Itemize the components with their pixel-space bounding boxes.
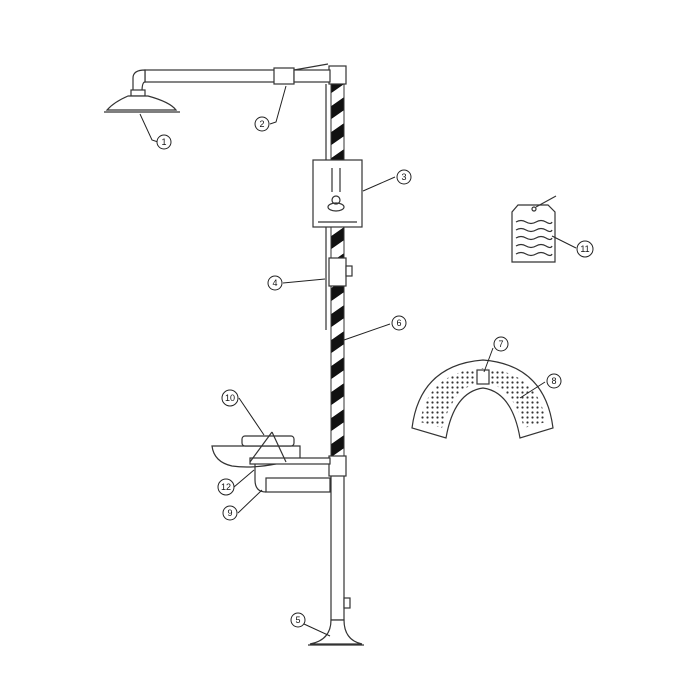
svg-text:9: 9 bbox=[227, 508, 232, 518]
callout-1: 1 bbox=[156, 134, 172, 150]
svg-text:8: 8 bbox=[551, 376, 556, 386]
callout-3: 3 bbox=[396, 169, 412, 185]
svg-text:10: 10 bbox=[225, 393, 235, 403]
callout-4: 4 bbox=[267, 275, 283, 291]
inspection-tag bbox=[511, 195, 557, 263]
floor-flange bbox=[308, 619, 364, 646]
svg-text:6: 6 bbox=[396, 318, 401, 328]
callout-6: 6 bbox=[391, 315, 407, 331]
eyewash-bowl-top-view bbox=[411, 359, 554, 439]
callout-12: 12 bbox=[217, 478, 235, 496]
svg-text:4: 4 bbox=[272, 278, 277, 288]
svg-text:5: 5 bbox=[295, 615, 300, 625]
svg-text:11: 11 bbox=[580, 244, 589, 254]
callout-7: 7 bbox=[493, 336, 509, 352]
vertical-pipe bbox=[325, 65, 353, 621]
svg-text:12: 12 bbox=[221, 482, 231, 492]
callout-10: 10 bbox=[221, 389, 239, 407]
callout-2: 2 bbox=[254, 116, 270, 132]
callout-8: 8 bbox=[546, 373, 562, 389]
svg-text:3: 3 bbox=[401, 172, 406, 182]
safety-sign bbox=[312, 159, 363, 228]
callout-9: 9 bbox=[222, 505, 238, 521]
callout-5: 5 bbox=[290, 612, 306, 628]
svg-text:7: 7 bbox=[498, 339, 503, 349]
shower-arm bbox=[132, 63, 331, 93]
leader-lines bbox=[139, 85, 577, 637]
shower-head bbox=[104, 89, 180, 113]
eyewash-assembly bbox=[211, 431, 331, 493]
svg-text:1: 1 bbox=[161, 137, 166, 147]
svg-text:2: 2 bbox=[259, 119, 264, 129]
callout-11: 11 bbox=[576, 240, 594, 258]
